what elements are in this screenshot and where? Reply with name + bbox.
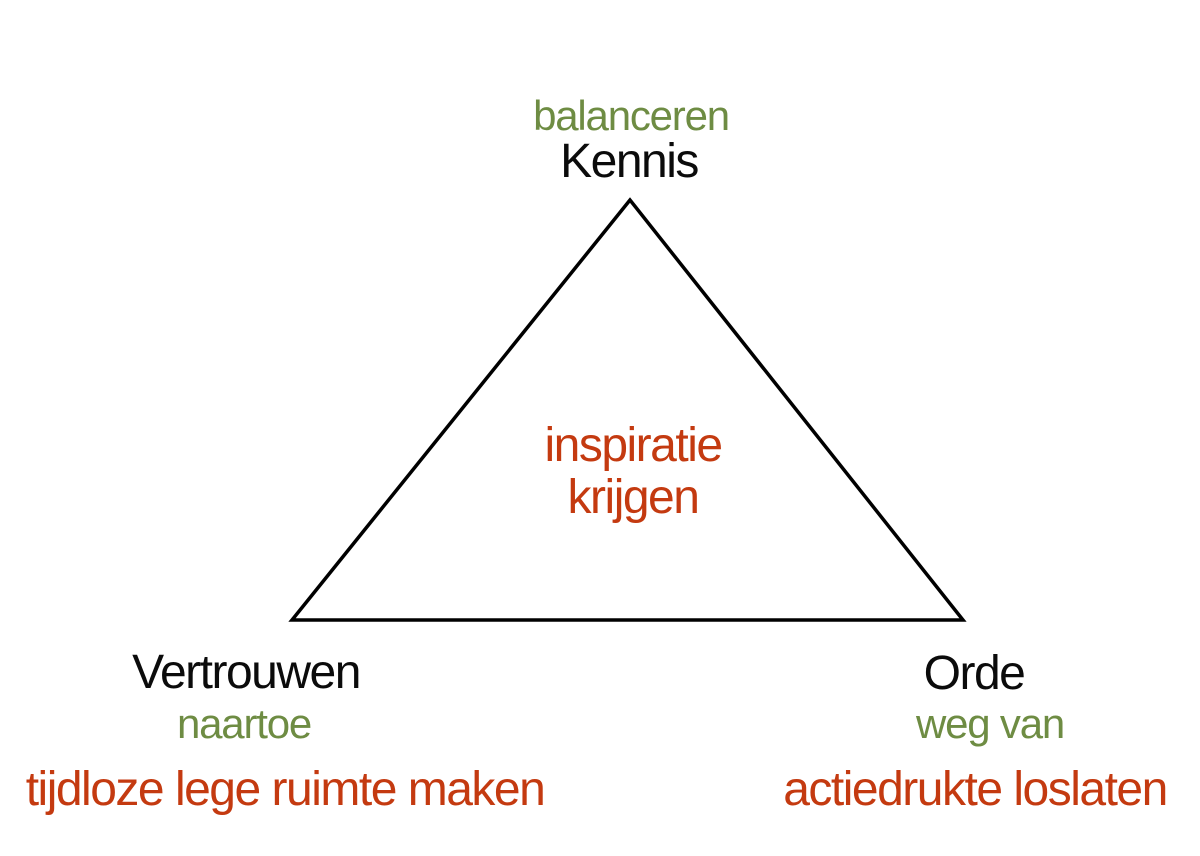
left-vertex-label: Vertrouwen bbox=[132, 646, 361, 699]
left-vertex-sublabel: naartoe bbox=[176, 700, 312, 747]
center-label-line2: krijgen bbox=[567, 470, 700, 524]
right-caption: actiedrukte loslaten bbox=[783, 763, 1168, 816]
triangle-outline bbox=[288, 197, 967, 622]
center-label: inspiratie krijgen bbox=[544, 419, 723, 524]
right-vertex-sublabel: weg van bbox=[915, 700, 1065, 747]
apex-sublabel: balanceren bbox=[533, 92, 730, 139]
center-label-line1: inspiratie bbox=[544, 419, 723, 472]
apex-label: Kennis bbox=[560, 135, 699, 188]
left-caption: tijdloze lege ruimte maken bbox=[25, 763, 546, 816]
right-vertex-label: Orde bbox=[923, 647, 1026, 700]
